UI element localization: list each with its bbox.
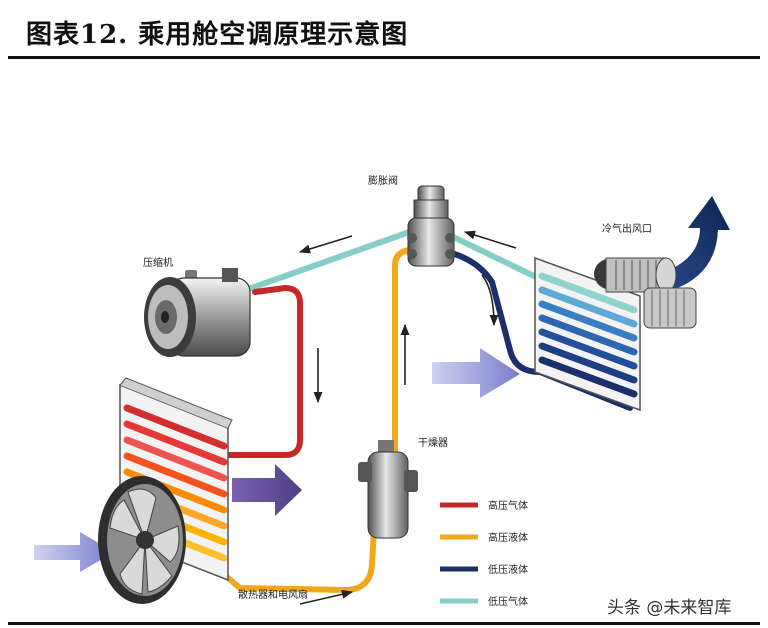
intake-air-arrow-right (432, 348, 520, 398)
compressor-label: 压缩机 (143, 256, 173, 269)
cold-air-arrow (655, 196, 730, 290)
pipe-high-liquid-riser (380, 247, 413, 465)
legend-label: 高压液体 (488, 531, 528, 544)
expansion-valve-label: 膨胀阀 (368, 174, 398, 187)
pipe-high-liquid (225, 507, 378, 594)
flow-arrow-to-valve (463, 230, 517, 249)
blower-fan (594, 257, 697, 329)
legend-label: 低压气体 (488, 595, 528, 608)
flow-arrow-down-right (481, 274, 499, 327)
pipe-low-gas-to-compressor (237, 227, 418, 295)
legend-label: 低压液体 (488, 563, 528, 576)
expansion-valve (407, 185, 455, 267)
evaporator-coils (538, 272, 638, 398)
flow-arrow-bottom (299, 589, 354, 605)
cold-air-outlet-label: 冷气出风口 (602, 222, 652, 235)
dryer (358, 440, 418, 539)
pipe-high-gas (222, 284, 303, 458)
pipe-low-gas-from-evaporator (442, 230, 541, 281)
condenser-fan-label: 散热器和电风扇 (238, 588, 308, 601)
intake-air-arrow-left (34, 532, 114, 572)
legend-label: 高压气体 (488, 499, 528, 512)
watermark: 头条 @未来智库 (607, 598, 732, 618)
hot-air-arrow (232, 464, 302, 516)
flow-arrow-to-compressor (298, 235, 353, 254)
title-rule (8, 56, 760, 59)
bottom-rule (8, 622, 760, 625)
page-title: 图表12. 乘用舱空调原理示意图 (26, 20, 409, 50)
dryer-label: 干燥器 (418, 437, 448, 449)
pipe-low-liquid (445, 249, 633, 411)
evaporator (534, 256, 641, 412)
compressor (144, 268, 251, 357)
condenser-fan (98, 476, 186, 604)
